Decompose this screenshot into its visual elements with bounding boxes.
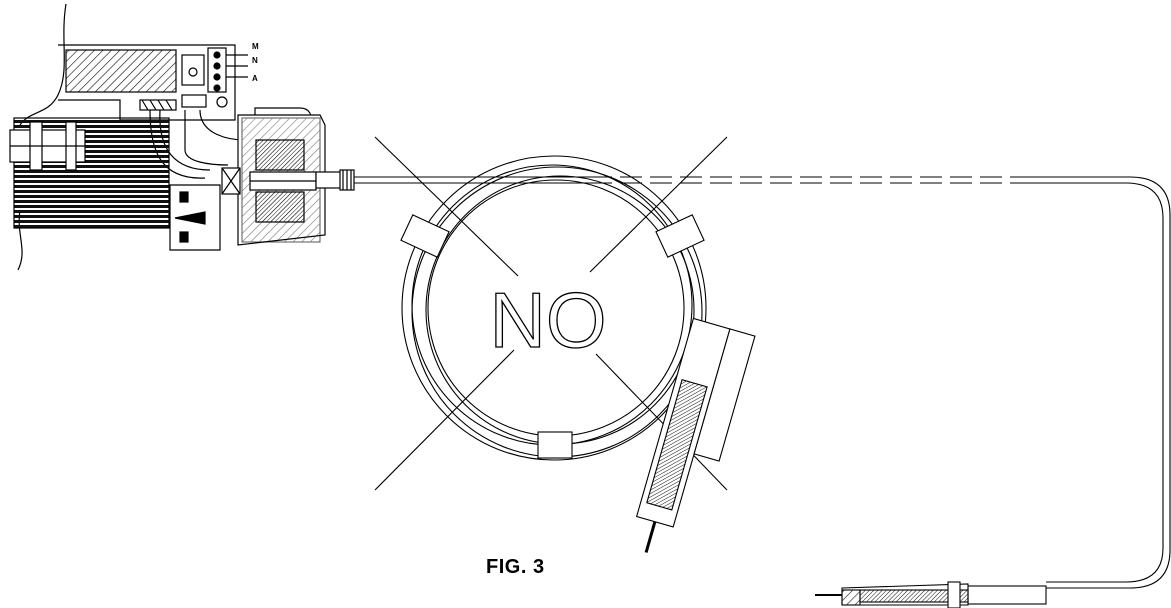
coiled-capillary-icon bbox=[400, 155, 707, 461]
terminal-label-m: M bbox=[252, 42, 259, 51]
cross-out-icon bbox=[374, 136, 728, 491]
remote-bulb-sensor-icon bbox=[815, 581, 1047, 608]
terminal-label-a: A bbox=[252, 74, 258, 83]
figure-caption: FIG. 3 bbox=[486, 556, 545, 578]
forbidden-mark-text: NO bbox=[490, 276, 607, 364]
capillary-tube bbox=[354, 176, 1171, 589]
terminal-label-n: N bbox=[252, 56, 258, 65]
bulb-sensor-icon bbox=[635, 317, 756, 553]
burner-assembly-icon bbox=[9, 3, 355, 271]
